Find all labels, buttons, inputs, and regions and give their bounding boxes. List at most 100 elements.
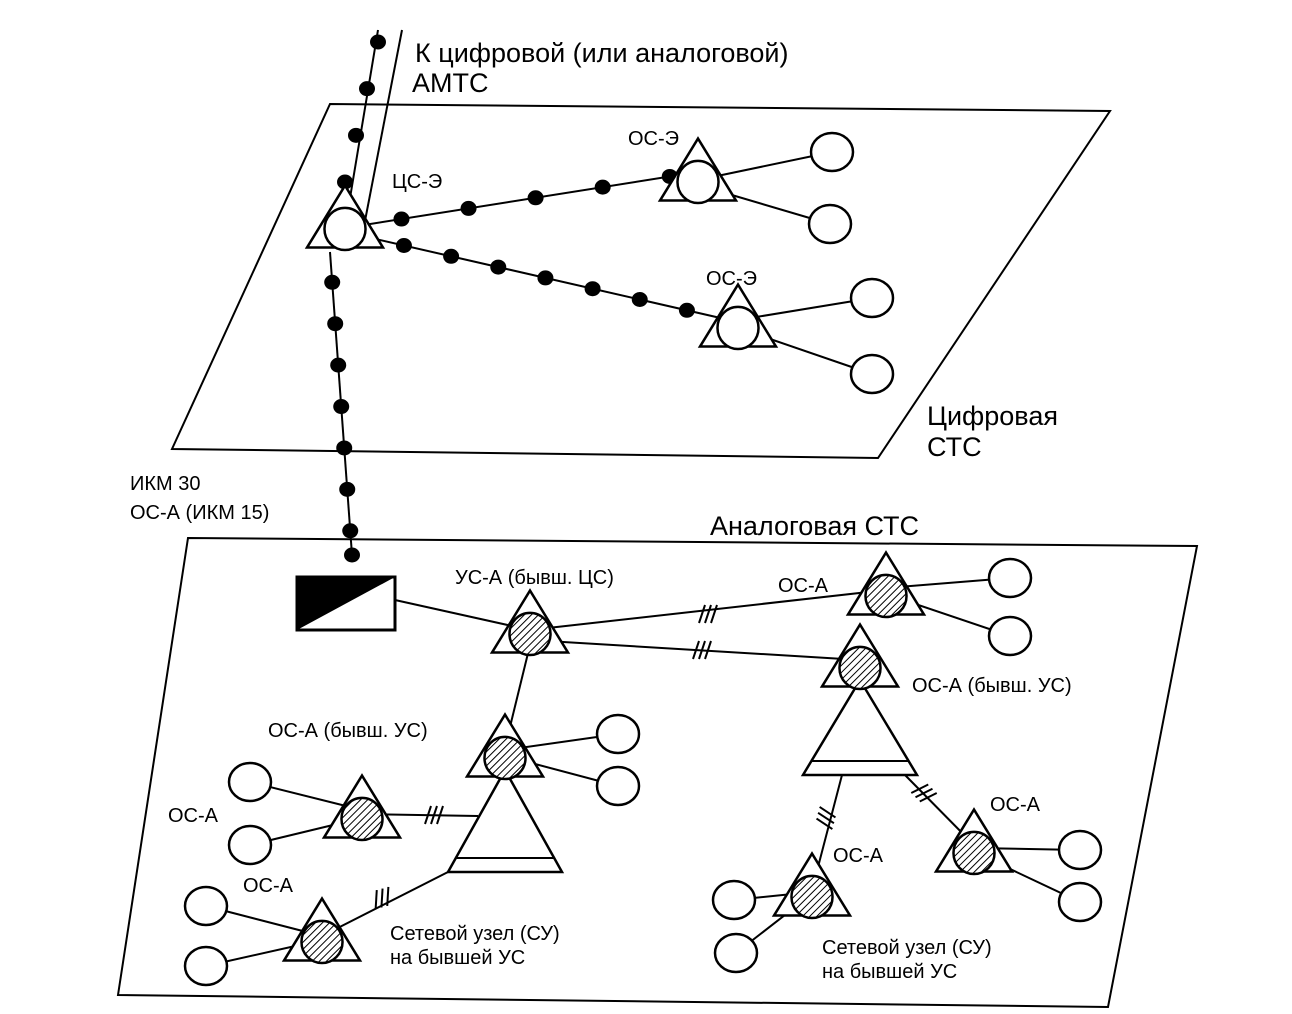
link-dot	[330, 357, 347, 373]
us-a-node	[489, 588, 571, 657]
network-node-triangle-icon	[445, 767, 565, 874]
analog-exchange-hatched-icon	[838, 645, 882, 691]
link-dot	[339, 481, 356, 497]
os-a-left-former-label: ОС-А (бывш. УС)	[268, 720, 428, 742]
subscriber-circle-icon	[849, 277, 895, 319]
os-e-mid-node	[697, 282, 779, 351]
cs-e-node	[304, 183, 386, 252]
us-a-to-os-a-left-former	[507, 644, 531, 736]
link-tick-mark	[692, 640, 712, 660]
os-a-bottom-left-node	[281, 896, 363, 965]
os-a-ikm15-label: ОС-А (ИКМ 15)	[130, 502, 269, 524]
subscriber-circle-icon	[713, 932, 759, 974]
link-dot	[327, 316, 344, 332]
us-a-to-os-a-right-top	[529, 589, 887, 631]
os-a-right-former-label: ОС-А (бывш. УС)	[912, 675, 1072, 697]
link-tick	[710, 604, 718, 624]
node-to-os-a-bottom-left	[321, 871, 449, 937]
link-tick	[910, 783, 929, 794]
link-dot	[324, 274, 341, 290]
amts-label-line1: К цифровой (или аналоговой)	[415, 38, 789, 68]
link-dot	[342, 523, 359, 539]
digital-exchange-circle-icon	[323, 206, 367, 252]
link-dot	[370, 34, 386, 50]
subscriber-circle-icon	[595, 713, 641, 755]
link-tick-mark	[815, 806, 837, 830]
analog-stc-label: Аналоговая СТС	[710, 511, 919, 541]
subscriber-circle-icon	[183, 885, 229, 927]
link-tick	[386, 886, 390, 906]
link-dot	[395, 238, 412, 253]
link-dot	[584, 281, 601, 297]
subscriber-circle-icon	[1057, 829, 1103, 871]
digital-stc-plane	[170, 102, 1112, 460]
link-tick	[919, 792, 938, 803]
analog-exchange-hatched-icon	[300, 919, 344, 965]
network-node-right-label-line1: Сетевой узел (СУ)	[822, 937, 992, 959]
link-tick	[424, 805, 432, 825]
os-a-bottom-right-node	[933, 807, 1015, 876]
subscriber-circle-icon	[849, 353, 895, 395]
link-dot	[527, 190, 544, 206]
os-e-mid-subscriber-1	[737, 297, 873, 321]
subscriber-circle-icon	[227, 824, 273, 866]
link-tick	[704, 604, 712, 624]
subscriber-circle-icon	[711, 879, 757, 921]
link-tick	[815, 817, 833, 830]
subscriber-circle-icon	[987, 557, 1033, 599]
subscriber-circle-icon	[1057, 881, 1103, 923]
link-dot	[631, 292, 648, 307]
link-tick-mark	[910, 783, 938, 803]
analog-exchange-hatched-icon	[340, 796, 384, 842]
link-tick	[698, 604, 706, 624]
link-tick	[436, 805, 444, 825]
analog-exchange-hatched-icon	[864, 573, 908, 619]
link-dot	[393, 211, 410, 227]
link-dot	[537, 270, 554, 286]
os-a-bottom-mid-label: ОС-А	[833, 845, 884, 867]
link-tick-mark	[424, 805, 444, 825]
os-a-left-label: ОС-А	[168, 805, 219, 827]
link-dot	[678, 302, 695, 318]
link-tick-mark	[698, 604, 718, 624]
link-dot	[359, 81, 375, 97]
digital-stc-label-line1: Цифровая	[927, 401, 1058, 431]
digital-exchange-circle-icon	[716, 305, 760, 351]
link-tick-mark	[374, 886, 390, 910]
os-e-mid-label: ОС-Э	[706, 268, 757, 290]
analog-exchange-hatched-icon	[790, 874, 834, 920]
subscriber-circle-icon	[807, 203, 853, 245]
subscriber-circle-icon	[227, 761, 273, 803]
os-a-left-former-node	[464, 712, 546, 781]
analog-exchange-hatched-icon	[952, 830, 996, 876]
analog-stc-plane	[116, 536, 1199, 1009]
amts-trunk-line	[363, 29, 403, 227]
digital-stc-label-line2: СТС	[927, 432, 982, 462]
analog-exchange-hatched-icon	[508, 611, 552, 657]
link-tick	[698, 640, 706, 660]
link-dot	[337, 174, 353, 190]
subscriber-circle-icon	[987, 615, 1033, 657]
ikm30-label: ИКМ 30	[130, 473, 201, 495]
link-tick	[819, 806, 837, 819]
network-node-left	[445, 767, 565, 874]
subscriber-circle-icon	[595, 765, 641, 807]
link-dot	[594, 179, 611, 195]
link-dot	[336, 440, 353, 456]
os-a-left-node	[321, 773, 403, 842]
digital-exchange-circle-icon	[676, 159, 720, 205]
os-e-top-label: ОС-Э	[628, 128, 679, 150]
link-dot	[490, 259, 507, 275]
link-tick	[374, 890, 378, 910]
os-a-bottom-mid-node	[771, 851, 853, 920]
network-node-left-label-line1: Сетевой узел (СУ)	[390, 923, 560, 945]
link-tick	[817, 811, 835, 825]
nodes-layer	[183, 131, 1103, 987]
link-dot	[344, 547, 360, 563]
link-tick	[380, 888, 384, 908]
os-a-bottom-left-label: ОС-А	[243, 875, 294, 897]
link-dot	[333, 399, 350, 415]
network-node-triangle-icon	[800, 677, 920, 777]
link-dot	[460, 200, 477, 216]
